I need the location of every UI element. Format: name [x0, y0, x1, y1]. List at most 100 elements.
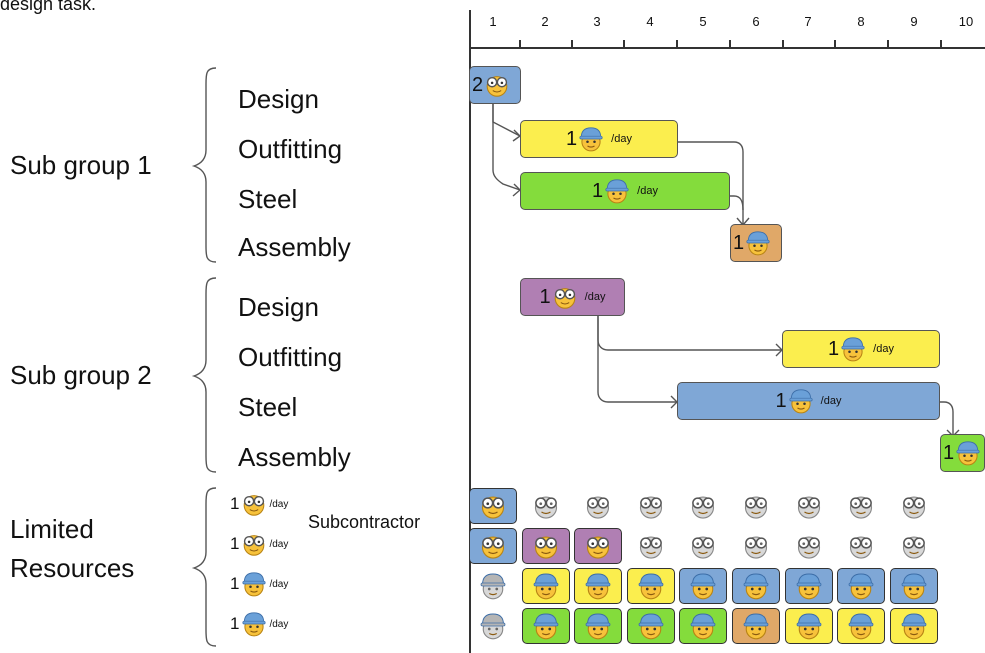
- resource-slot: [521, 608, 570, 644]
- worker-icon: [839, 335, 867, 363]
- resource-slot: [784, 608, 833, 644]
- task-label-outfitting: Outfitting: [238, 134, 343, 164]
- gantt-bar-sg2-design[interactable]: 1 /day: [520, 278, 625, 316]
- task-label-outfitting: Outfitting: [238, 342, 343, 372]
- tick-label-4: 4: [646, 14, 654, 29]
- bar-count: 1: [828, 337, 840, 360]
- gantt-bar-sg1-assembly[interactable]: 1: [730, 224, 782, 262]
- capacity-count: 1: [230, 614, 240, 633]
- resource-slot: [679, 488, 727, 524]
- link-sg2-design-steel: [597, 314, 677, 403]
- capacity-count: 1: [230, 574, 240, 593]
- resource-slot: [784, 568, 833, 604]
- resource-slot: [679, 608, 728, 644]
- capacity-count: 1: [230, 534, 240, 553]
- bar-count: 1: [733, 231, 745, 254]
- resource-slot: [574, 528, 623, 564]
- resource-slot: [469, 488, 517, 524]
- resource-slot: [522, 488, 570, 524]
- gantt-bar-sg1-steel[interactable]: 1 /day: [520, 172, 730, 210]
- worker-icon: [240, 610, 268, 638]
- link-outfitting-assembly: [678, 141, 744, 224]
- resource-slot: [521, 528, 570, 564]
- tick-label-9: 9: [910, 14, 918, 29]
- resource-slot: [627, 488, 675, 524]
- designer-icon: [240, 490, 268, 518]
- task-label-assembly: Assembly: [238, 442, 351, 472]
- resource-slot: [679, 568, 728, 604]
- group-label: Sub group 2: [10, 360, 152, 390]
- brace-resources: [191, 487, 217, 647]
- resource-slot: [890, 488, 938, 524]
- tick-mark: [834, 40, 836, 48]
- bar-count: 1: [775, 389, 787, 412]
- resource-slot: [627, 528, 675, 564]
- resource-slot: [837, 608, 886, 644]
- brace-sub-group-2: [191, 277, 217, 473]
- brace-sub-group-1: [191, 67, 217, 263]
- resource-capacity: 1 /day: [230, 570, 288, 598]
- resource-slot: [679, 528, 727, 564]
- resource-slot: [732, 528, 780, 564]
- resource-slot: [889, 608, 938, 644]
- resource-slot: [574, 608, 623, 644]
- resource-slot: [574, 568, 623, 604]
- resource-slot: [890, 528, 938, 564]
- tick-label-7: 7: [804, 14, 812, 29]
- worker-icon: [954, 439, 982, 467]
- bar-count: 1: [566, 127, 578, 150]
- capacity-unit: /day: [269, 618, 289, 630]
- resource-slot: [837, 568, 886, 604]
- link-sg2-design-outfitting: [597, 314, 782, 351]
- resource-slot: [785, 488, 833, 524]
- bar-unit: /day: [637, 185, 658, 197]
- tick-label-2: 2: [541, 14, 549, 29]
- bar-unit: /day: [820, 395, 842, 407]
- bar-count: 1: [539, 285, 551, 308]
- tick-mark: [782, 40, 784, 48]
- gantt-bar-sg2-assembly[interactable]: 1: [940, 434, 985, 472]
- capacity-unit: /day: [269, 538, 289, 550]
- task-label-assembly: Assembly: [238, 232, 351, 262]
- tick-label-1: 1: [489, 14, 497, 29]
- resource-slot: [469, 568, 517, 604]
- resource-slot: [837, 488, 885, 524]
- task-label-design: Design: [238, 292, 319, 322]
- resource-slot: [889, 568, 938, 604]
- gantt-bar-sg1-outfitting[interactable]: 1 /day: [520, 120, 678, 158]
- tick-mark: [676, 40, 678, 48]
- resource-capacity: 1 /day: [230, 610, 288, 638]
- tick-mark: [519, 40, 521, 48]
- resource-slot: [469, 608, 517, 644]
- capacity-count: 1: [230, 494, 240, 513]
- resource-slot: [626, 608, 675, 644]
- resource-capacity: 1 /day: [230, 530, 288, 558]
- bar-unit: /day: [611, 133, 632, 145]
- resource-slot: [626, 568, 675, 604]
- gantt-bar-sg2-steel[interactable]: 1 /day: [677, 382, 940, 420]
- tick-label-6: 6: [752, 14, 760, 29]
- resource-slot: [837, 528, 885, 564]
- link-design-steel: [492, 104, 521, 191]
- tick-label-8: 8: [857, 14, 865, 29]
- gantt-bar-sg2-outfitting[interactable]: 1 /day: [782, 330, 940, 368]
- bar-count: 1: [592, 179, 604, 202]
- worker-icon: [787, 387, 815, 415]
- tick-label-10: 10: [958, 14, 974, 29]
- bar-unit: /day: [584, 291, 606, 303]
- top-caption: design task.: [0, 0, 97, 14]
- tick-mark: [623, 40, 625, 48]
- subcontractor-label: Subcontractor: [308, 512, 421, 532]
- task-label-steel: Steel: [238, 184, 298, 214]
- timeline-horizontal-axis: [469, 47, 985, 49]
- designer-icon: [551, 283, 579, 311]
- resource-slot: [574, 488, 622, 524]
- resource-slot: [521, 568, 570, 604]
- gantt-bar-sg1-design[interactable]: 2: [469, 66, 521, 104]
- resources-label: Limited: [10, 514, 94, 544]
- worker-icon: [577, 125, 605, 153]
- link-sg2-steel-assembly: [940, 401, 954, 436]
- bar-count: 1: [943, 441, 955, 464]
- group-label: Sub group 1: [10, 150, 152, 180]
